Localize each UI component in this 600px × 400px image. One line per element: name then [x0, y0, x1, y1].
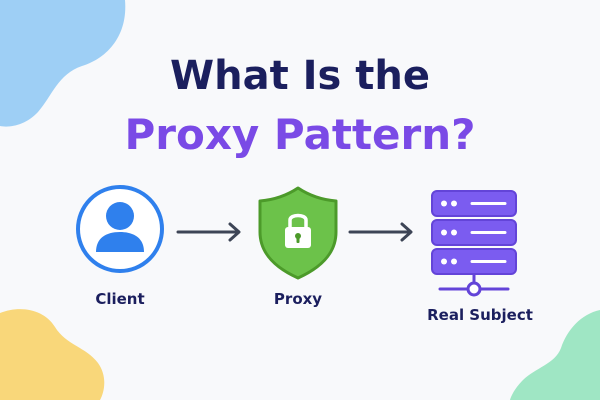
- real-subject-label: Real Subject: [427, 306, 533, 324]
- proxy-label: Proxy: [273, 290, 323, 308]
- server-icon: [431, 190, 517, 297]
- client-label: Client: [95, 290, 145, 308]
- real-subject-node: [431, 190, 517, 297]
- page-title-line-2: Proxy Pattern?: [124, 110, 476, 159]
- decorative-blob-bottom-right: [510, 310, 600, 400]
- client-node: [76, 185, 164, 273]
- arrow-right-icon: [348, 222, 413, 242]
- user-icon: [76, 185, 164, 273]
- decorative-blob-bottom-left: [0, 309, 105, 400]
- decorative-blob-top-left: [0, 0, 126, 127]
- arrow-right-icon: [176, 222, 241, 242]
- proxy-node: [258, 186, 338, 280]
- shield-lock-icon: [258, 186, 338, 280]
- page-title-line-1: What Is the: [170, 53, 430, 99]
